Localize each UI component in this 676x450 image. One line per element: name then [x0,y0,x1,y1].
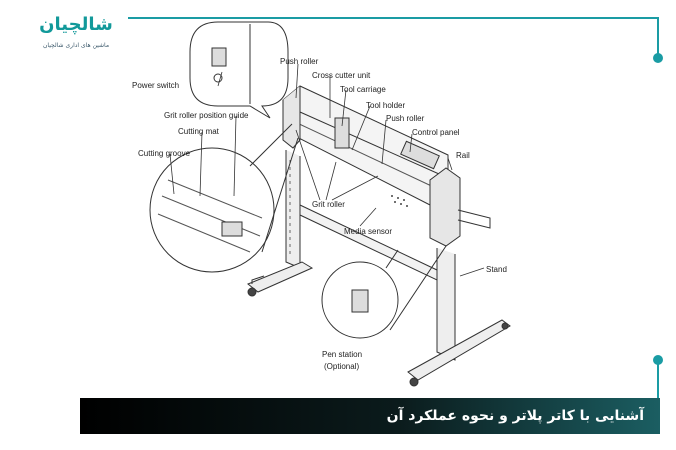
label-pen-station-optional: (Optional) [324,362,359,371]
label-control-panel: Control panel [412,128,460,137]
label-media-sensor: Media sensor [344,227,392,236]
title-bar: آشنایی با کاتر پلاتر و نحوه عملکرد آن [80,398,660,434]
frame-top-line [128,17,658,19]
label-stand: Stand [486,265,507,274]
leader-lines [169,63,485,277]
frame-right-line [657,17,659,55]
label-cutting-mat: Cutting mat [178,127,220,136]
label-cross-cutter: Cross cutter unit [312,71,371,80]
plotter-drawing [149,21,511,387]
label-push-roller-top: Push roller [280,57,319,66]
label-grit-roller: Grit roller [312,200,345,209]
brand-name: شالچیان [39,14,113,35]
brand-logo[interactable]: شالچیان ماشین های اداری شالچیان [26,10,126,56]
frame-dot-bottom [653,355,663,365]
label-tool-carriage: Tool carriage [340,85,386,94]
brand-tagline: ماشین های اداری شالچیان [42,42,110,49]
diagram-labels: Power switch Push roller Cross cutter un… [132,57,507,371]
label-grit-guide: Grit roller position guide [164,111,249,120]
label-tool-holder: Tool holder [366,101,405,110]
label-push-roller-right: Push roller [386,114,425,123]
label-pen-station: Pen station [322,350,362,359]
page-title: آشنایی با کاتر پلاتر و نحوه عملکرد آن [386,408,644,424]
label-rail: Rail [456,151,470,160]
label-cutting-groove: Cutting groove [138,149,191,158]
frame-dot-top [653,53,663,63]
label-power-switch: Power switch [132,81,179,90]
frame-right-line-bottom [657,362,659,398]
